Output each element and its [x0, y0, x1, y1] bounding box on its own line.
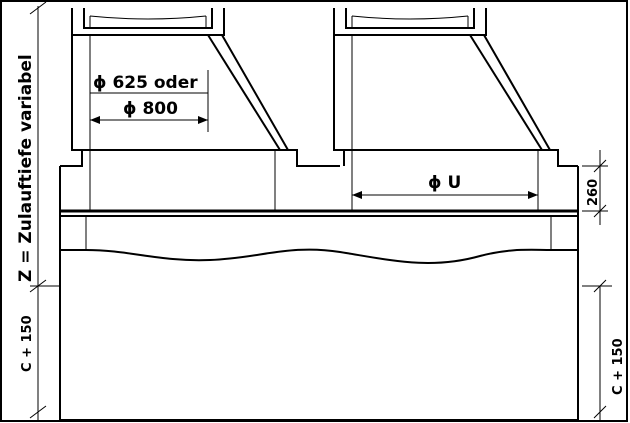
label-diameter-opening-line1: ϕ 625 oder — [93, 73, 198, 93]
label-diameter-opening-line2: ϕ 800 — [123, 99, 178, 119]
right-cover-frame — [333, 8, 487, 36]
cover-slab — [59, 166, 579, 421]
dimension-z-depth — [29, 1, 60, 420]
dimension-u — [352, 191, 538, 199]
label-diameter-u: ϕ U — [428, 173, 461, 193]
label-z-depth: Z = Zulauftiefe variabel — [16, 54, 36, 282]
label-height-260: 260 — [586, 179, 601, 206]
left-cover-frame — [71, 8, 225, 36]
dimension-c150-right — [582, 279, 612, 420]
dimension-260 — [582, 150, 608, 225]
label-c150-left: C + 150 — [20, 315, 35, 372]
left-cone — [60, 34, 340, 210]
dimension-opening — [90, 70, 209, 132]
label-c150-right: C + 150 — [611, 338, 626, 395]
right-cone — [333, 34, 578, 210]
